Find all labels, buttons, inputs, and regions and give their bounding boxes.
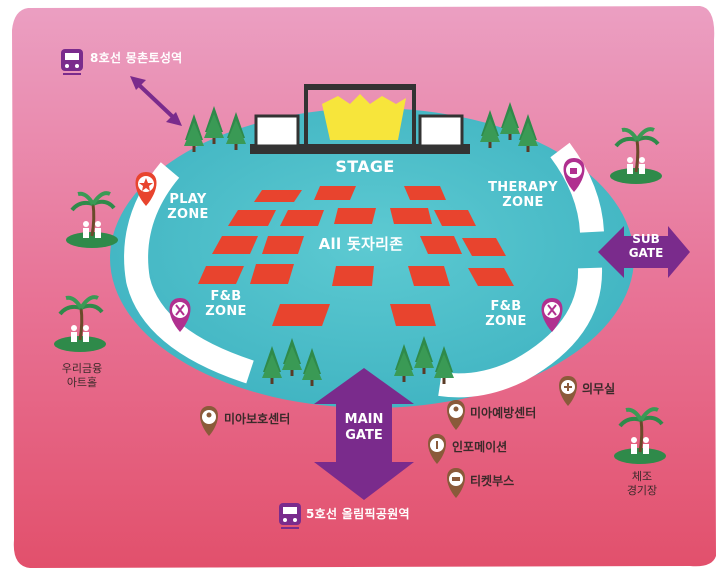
play-zone-pin-icon bbox=[135, 172, 157, 206]
island-right-top bbox=[610, 127, 662, 184]
ticket-label: 티켓부스 bbox=[470, 474, 515, 488]
track-left bbox=[124, 162, 254, 384]
track-right bbox=[550, 142, 604, 233]
station-top-label[interactable]: 8호선 몽촌토성역 bbox=[90, 51, 183, 65]
venue-left-label: 우리금융 아트홀 bbox=[61, 362, 103, 389]
station-bottom-label[interactable]: 5호선 올림픽공원역 bbox=[306, 507, 410, 521]
mia-care-label: 미아보호센터 bbox=[224, 412, 291, 426]
seating-mats bbox=[198, 186, 514, 326]
sub-gate-arrow bbox=[598, 226, 690, 278]
venue-right-label: 체조 경기장 bbox=[626, 470, 658, 497]
play-zone-label: PLAY ZONE bbox=[167, 192, 209, 222]
train-top-icon bbox=[61, 49, 83, 75]
station-path-arrow bbox=[130, 76, 182, 126]
track-right-lower bbox=[438, 267, 603, 398]
mia-prevent-pin-icon bbox=[447, 400, 465, 430]
mia-prevent-label: 미아예방센터 bbox=[470, 406, 537, 420]
island-left-top bbox=[66, 191, 118, 248]
train-bottom-icon bbox=[279, 503, 301, 529]
fb-zone-left-label: F&B ZONE bbox=[205, 289, 247, 319]
stage-label: STAGE bbox=[335, 157, 395, 176]
field-area bbox=[110, 108, 634, 408]
fb-zone-right-label: F&B ZONE bbox=[485, 299, 527, 329]
mia-care-pin-icon bbox=[200, 406, 218, 436]
therapy-zone-pin-icon bbox=[563, 158, 585, 192]
ticket-pin-icon bbox=[447, 468, 465, 498]
stage bbox=[250, 84, 470, 154]
medical-label: 의무실 bbox=[582, 382, 616, 396]
fb-left-pin-icon bbox=[169, 298, 191, 332]
island-right-bottom bbox=[614, 407, 666, 464]
main-gate-label[interactable]: MAIN GATE bbox=[344, 412, 384, 443]
sub-gate-label[interactable]: SUB GATE bbox=[628, 232, 664, 261]
therapy-zone-label: THERAPY ZONE bbox=[488, 180, 558, 210]
main-gate-arrow bbox=[314, 368, 414, 500]
medical-pin-icon bbox=[559, 376, 577, 406]
fb-right-pin-icon bbox=[541, 298, 563, 332]
seating-label: All 돗자리존 bbox=[318, 235, 404, 253]
info-label: 인포메이션 bbox=[452, 440, 508, 454]
island-left-bottom bbox=[54, 295, 106, 352]
info-pin-icon bbox=[428, 434, 446, 464]
